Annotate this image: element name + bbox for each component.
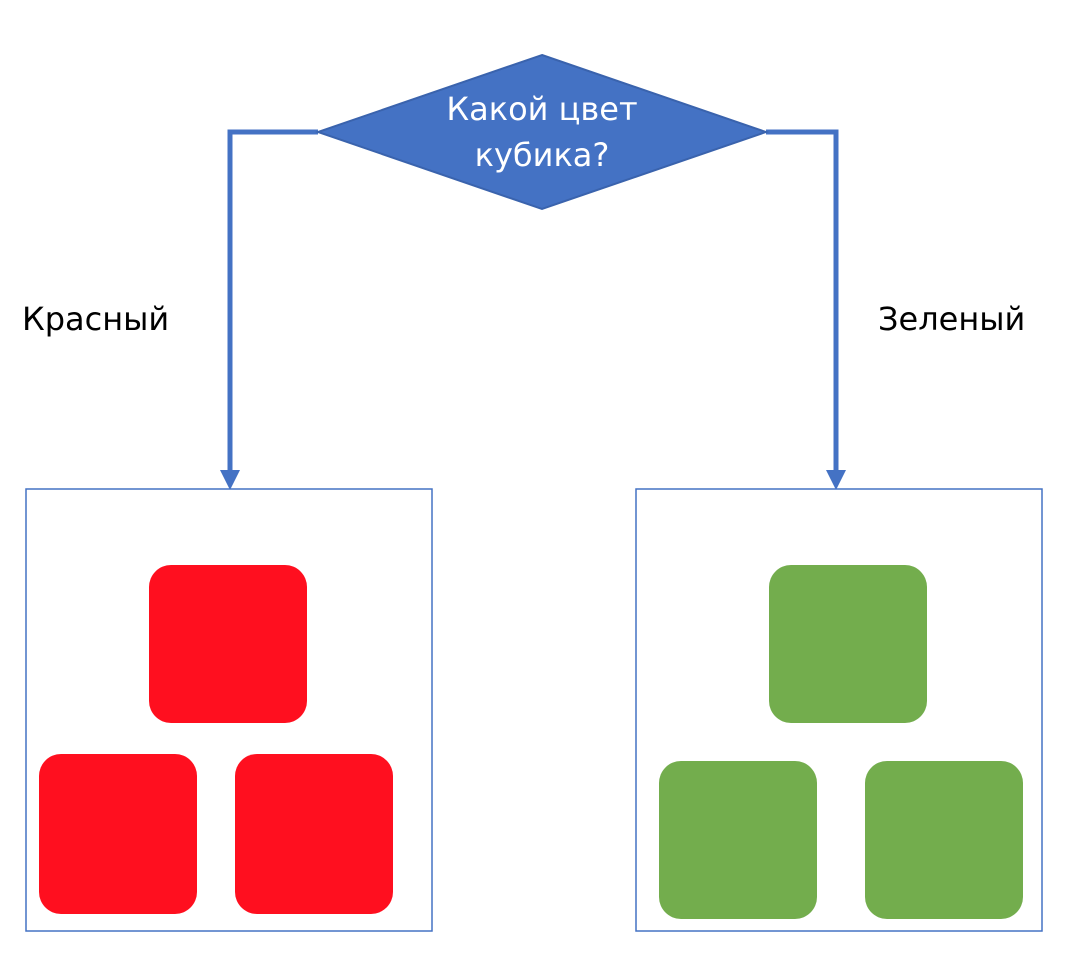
green-cube-bottom-right [865, 761, 1023, 919]
left-branch-label: Красный [22, 300, 169, 338]
red-cube-top [149, 565, 307, 723]
left-connector-arrow [227, 129, 318, 470]
green-cube-top [769, 565, 927, 723]
decision-text-line2: кубика? [475, 136, 610, 174]
red-cube-bottom-left [39, 754, 197, 914]
right-connector-arrow [766, 129, 839, 470]
decision-text-line1: Какой цвет [446, 90, 637, 128]
left-arrowhead [220, 470, 240, 490]
red-cube-bottom-right [235, 754, 393, 914]
right-branch-label: Зеленый [878, 300, 1025, 338]
decision-diamond [314, 53, 770, 211]
green-cube-bottom-left [659, 761, 817, 919]
right-arrowhead [826, 470, 846, 490]
